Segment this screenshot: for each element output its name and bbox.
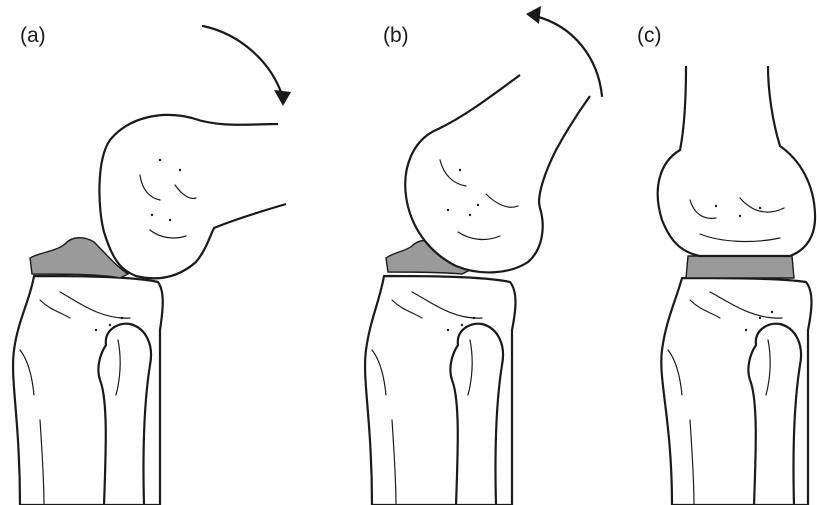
femur-a [99, 115, 286, 278]
femur-b [405, 75, 590, 272]
fibula-b [450, 324, 503, 505]
panel-a: (a) [13, 24, 291, 505]
fibula-a [98, 324, 151, 505]
femur-c [658, 66, 815, 256]
meniscus-c [686, 256, 794, 278]
panel-c-label: (c) [637, 24, 662, 47]
panel-b-label: (b) [383, 24, 409, 47]
panel-b: (b) [365, 6, 602, 505]
fibula-c [748, 324, 801, 505]
panel-a-label: (a) [20, 24, 46, 47]
panel-c: (c) [637, 24, 815, 505]
rotation-arrow-a [203, 26, 291, 106]
